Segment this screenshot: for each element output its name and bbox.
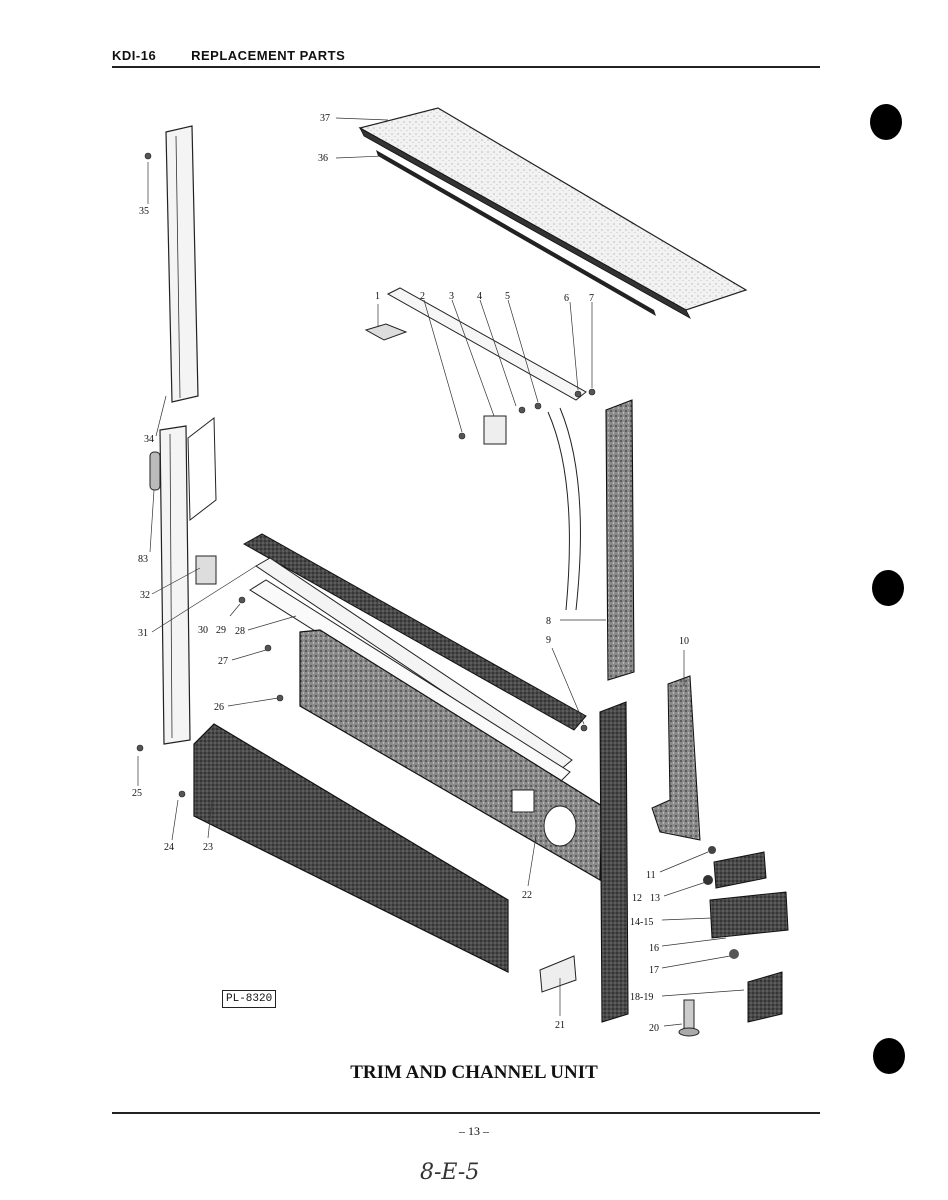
callout-35: 35 — [139, 206, 149, 217]
punch-hole-top — [870, 104, 902, 140]
callout-2: 2 — [420, 291, 425, 302]
callout-37: 37 — [320, 113, 330, 124]
right-vertical-channel — [599, 701, 629, 1023]
callout-9: 9 — [546, 635, 551, 646]
bracket-10 — [651, 675, 701, 841]
vertical-channel-lower — [149, 417, 217, 745]
callout-23: 23 — [203, 842, 213, 853]
callout-25: 25 — [132, 788, 142, 799]
callout-5: 5 — [505, 291, 510, 302]
header-rule — [112, 66, 820, 68]
callout-8: 8 — [546, 616, 551, 627]
top-trim-panel — [358, 107, 748, 319]
right-vertical-trim — [605, 399, 635, 681]
callout-21: 21 — [555, 1020, 565, 1031]
callout-20: 20 — [649, 1023, 659, 1034]
callout-26: 26 — [214, 702, 224, 713]
callout-30: 30 — [198, 625, 208, 636]
plate-reference: PL-8320 — [222, 990, 277, 1008]
callout-83: 83 — [138, 554, 148, 565]
upper-rail-assembly — [242, 533, 587, 785]
callout-24: 24 — [164, 842, 174, 853]
callout-34: 34 — [144, 434, 154, 445]
callout-28: 28 — [235, 626, 245, 637]
footer-rule — [112, 1112, 820, 1114]
callout-36: 36 — [318, 153, 328, 164]
vertical-channel-upper — [165, 125, 199, 403]
callout-29: 29 — [216, 625, 226, 636]
screws — [136, 152, 596, 798]
section-title: REPLACEMENT PARTS — [191, 48, 346, 63]
corner-brace — [364, 287, 587, 611]
page-number: – 13 – — [459, 1124, 489, 1138]
leader-lines — [137, 117, 745, 1027]
manual-code: KDI-16 — [112, 48, 157, 63]
handwritten-note: 8-E-5 — [420, 1160, 480, 1185]
callout-4: 4 — [477, 291, 482, 302]
callout-31: 31 — [138, 628, 148, 639]
callout-27: 27 — [218, 656, 228, 667]
callout-labels: 1 2 3 4 5 6 7 8 9 10 11 12 13 14-15 16 1… — [132, 113, 689, 1034]
callout-17: 17 — [649, 965, 659, 976]
callout-7: 7 — [589, 293, 594, 304]
punch-hole-middle — [872, 570, 904, 606]
front-trim-panel — [193, 723, 509, 973]
page-header: KDI-16 REPLACEMENT PARTS — [112, 48, 345, 63]
callout-14-15: 14-15 — [630, 917, 653, 928]
callout-10: 10 — [679, 636, 689, 647]
callout-32: 32 — [140, 590, 150, 601]
callout-11: 11 — [646, 870, 656, 881]
callout-18-19: 18-19 — [630, 992, 653, 1003]
callout-12: 12 — [632, 893, 642, 904]
callout-13: 13 — [650, 893, 660, 904]
callout-3: 3 — [449, 291, 454, 302]
callout-22: 22 — [522, 890, 532, 901]
punch-hole-bottom — [873, 1038, 905, 1074]
latch-parts — [539, 846, 789, 1037]
figure-caption: TRIM AND CHANNEL UNIT — [350, 1062, 598, 1083]
callout-6: 6 — [564, 293, 569, 304]
callout-16: 16 — [649, 943, 659, 954]
callout-1: 1 — [375, 291, 380, 302]
